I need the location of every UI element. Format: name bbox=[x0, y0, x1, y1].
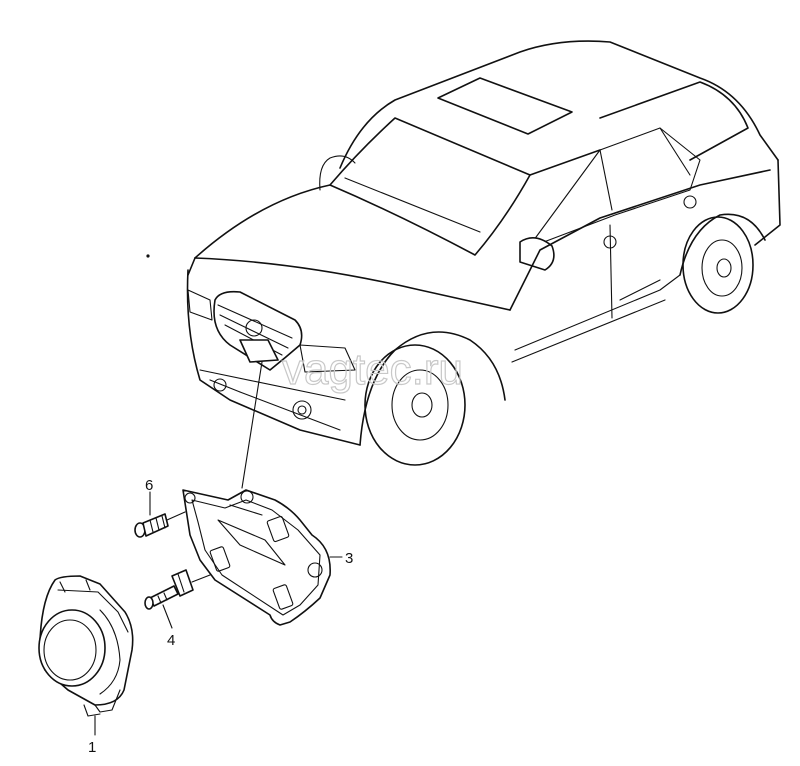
callout-6: 6 bbox=[145, 477, 153, 494]
callout-3: 3 bbox=[345, 550, 353, 567]
callout-1: 1 bbox=[88, 739, 96, 756]
leader-6-to-bracket bbox=[166, 511, 186, 521]
part-6-screw bbox=[134, 513, 169, 538]
leader-4 bbox=[162, 604, 173, 629]
part-3-bracket bbox=[182, 489, 331, 626]
part-4-adjusting-screw bbox=[144, 569, 194, 610]
part-1-radar-sensor bbox=[38, 575, 134, 717]
car-illustration bbox=[146, 40, 781, 466]
watermark-text: vagtec.ru bbox=[282, 345, 463, 394]
leader-4-to-bracket bbox=[191, 574, 211, 583]
callout-4: 4 bbox=[167, 632, 175, 649]
leader-car-to-bracket bbox=[241, 361, 263, 489]
